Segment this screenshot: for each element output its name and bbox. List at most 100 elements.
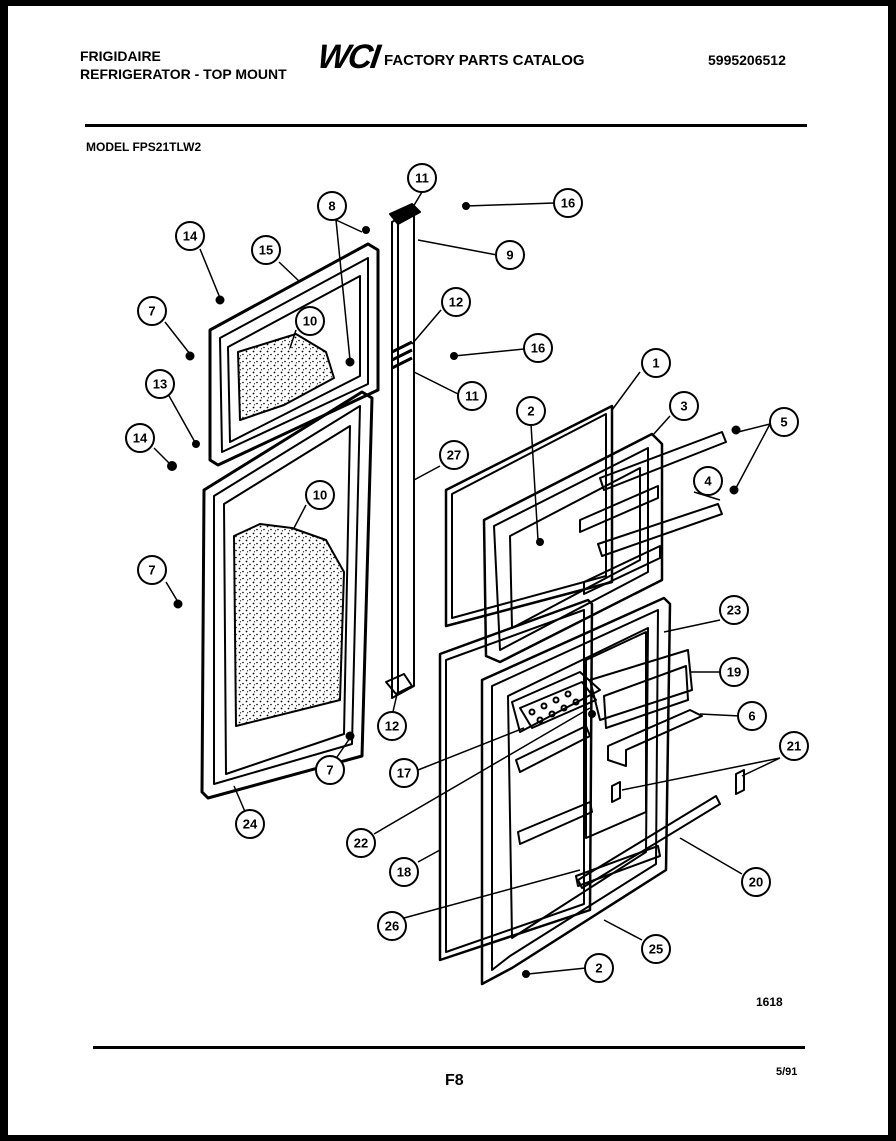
callout-circle (516, 396, 546, 426)
callout-10b: 10 (305, 480, 335, 510)
callout-23: 23 (719, 595, 749, 625)
callout-number: 2 (527, 404, 534, 419)
callout-2a: 2 (516, 396, 546, 426)
callout-26: 26 (377, 911, 407, 941)
callout-circle (389, 857, 419, 887)
callout-10a: 10 (295, 306, 325, 336)
callout-circle (669, 391, 699, 421)
callout-number: 3 (680, 399, 687, 414)
callout-circle (125, 423, 155, 453)
callout-number: 17 (397, 766, 411, 781)
footer-rule (93, 1046, 805, 1049)
callout-13: 13 (145, 369, 175, 399)
callout-3: 3 (669, 391, 699, 421)
callout-circle (719, 595, 749, 625)
part-number: 5995206512 (708, 52, 786, 68)
callout-number: 19 (727, 665, 741, 680)
callout-number: 4 (704, 474, 712, 489)
callout-number: 1 (652, 356, 659, 371)
freezer-insulation (237, 333, 335, 421)
callout-1: 1 (641, 348, 671, 378)
diagram-code: 1618 (756, 995, 783, 1009)
callout-number: 14 (133, 431, 148, 446)
callout-circle (389, 758, 419, 788)
callout-number: 7 (148, 304, 155, 319)
callout-24: 24 (235, 809, 265, 839)
callout-circle (305, 480, 335, 510)
callout-8: 8 (317, 191, 347, 221)
freezer-shelf-upper (599, 431, 727, 491)
callout-circle (377, 711, 407, 741)
callout-number: 21 (787, 739, 801, 754)
product-type: REFRIGERATOR - TOP MOUNT (80, 66, 287, 82)
fresh-food-door (200, 390, 374, 800)
callout-circle (295, 306, 325, 336)
callout-number: 10 (303, 314, 317, 329)
callout-number: 24 (243, 817, 258, 832)
callout-number: 12 (449, 295, 463, 310)
callout-circle (441, 287, 471, 317)
callout-circle (737, 701, 767, 731)
callout-number: 11 (415, 171, 429, 186)
callout-circle (235, 809, 265, 839)
callout-number: 22 (354, 836, 368, 851)
callout-11a: 11 (407, 163, 437, 193)
callout-number: 8 (328, 199, 335, 214)
callout-number: 11 (465, 389, 479, 404)
callout-circle (553, 188, 583, 218)
freezer-liner (482, 432, 664, 664)
callout-14b: 14 (125, 423, 155, 453)
callout-19: 19 (719, 657, 749, 687)
callout-12b: 12 (377, 711, 407, 741)
callout-4: 4 (693, 466, 723, 496)
callout-21: 21 (779, 731, 809, 761)
callout-11b: 11 (457, 381, 487, 411)
freezer-gasket (444, 404, 614, 628)
callout-number: 12 (385, 719, 399, 734)
freezer-door (208, 242, 380, 467)
callout-number: 23 (727, 603, 741, 618)
callout-number: 7 (148, 563, 155, 578)
callout-circle (377, 911, 407, 941)
callout-circle (779, 731, 809, 761)
callout-circle (495, 240, 525, 270)
callout-16a: 16 (553, 188, 583, 218)
callout-2b: 2 (584, 953, 614, 983)
callout-16b: 16 (523, 333, 553, 363)
callout-circle (457, 381, 487, 411)
callout-circle (346, 828, 376, 858)
callout-number: 25 (649, 942, 663, 957)
catalog-title: FACTORY PARTS CATALOG (384, 52, 585, 69)
callout-22: 22 (346, 828, 376, 858)
callout-18: 18 (389, 857, 419, 887)
callout-7b: 7 (137, 555, 167, 585)
screws (167, 202, 741, 978)
callout-number: 7 (326, 763, 333, 778)
callout-circle (137, 296, 167, 326)
callout-circle (769, 407, 799, 437)
callout-circle (523, 333, 553, 363)
callout-circle (251, 235, 281, 265)
door-shelf-front (575, 845, 661, 887)
callout-circle (719, 657, 749, 687)
callout-20: 20 (741, 867, 771, 897)
callout-circle (584, 953, 614, 983)
callout-number: 10 (313, 488, 327, 503)
callout-circle (741, 867, 771, 897)
callout-6: 6 (737, 701, 767, 731)
retainer-clip-left (611, 781, 621, 803)
dairy-compartment (589, 649, 693, 729)
page-label: F8 (445, 1072, 464, 1089)
callout-number: 2 (595, 961, 602, 976)
callout-circle (641, 934, 671, 964)
door-shelf-bar (577, 795, 721, 889)
brand-name: FRIGIDAIRE (80, 48, 161, 64)
callout-5: 5 (769, 407, 799, 437)
callout-number: 9 (506, 248, 513, 263)
callout-9: 9 (495, 240, 525, 270)
callout-circle (137, 555, 167, 585)
callout-17: 17 (389, 758, 419, 788)
fresh-food-liner (480, 596, 672, 986)
egg-tray (519, 681, 597, 729)
